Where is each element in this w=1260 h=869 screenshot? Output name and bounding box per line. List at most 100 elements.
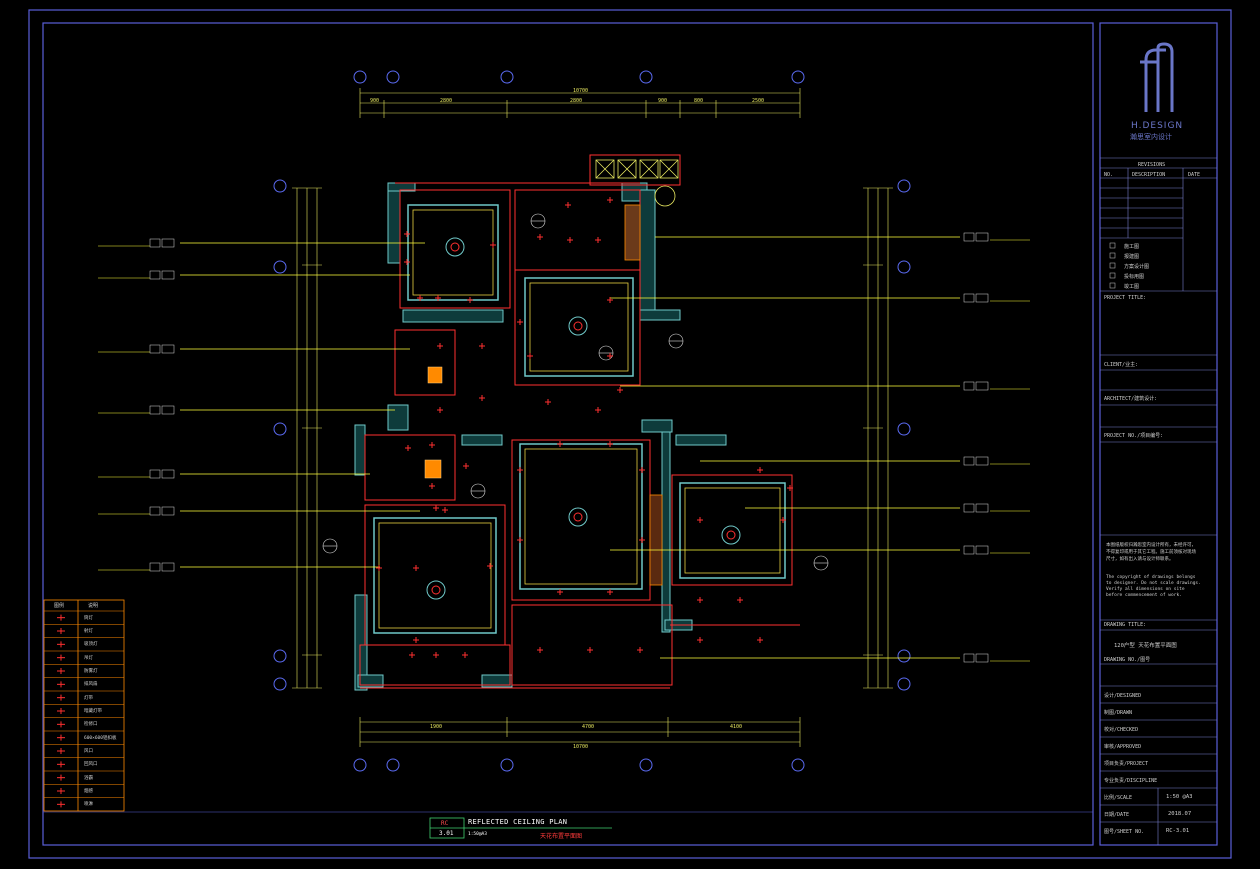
row-discipline: 专业负责/DISCIPLINE (1104, 778, 1158, 784)
dim-bottom-seg-1: 1900 (430, 724, 443, 730)
axis-bubble-top (353, 70, 367, 84)
annotation-tag-box (963, 653, 975, 663)
legend-title: 图例 (54, 603, 65, 609)
annotation-tag-box (161, 270, 175, 280)
annotation-tag-box (161, 506, 175, 516)
legend-item-label: 筒灯 (84, 615, 93, 621)
date-value: 2018.07 (1168, 811, 1192, 817)
drawing-no-label: DRAWING NO./图号 (1104, 657, 1151, 663)
pendant-lamp-icon (568, 316, 588, 336)
legend-item-label: 600×600铝扣板 (84, 735, 117, 741)
pendant-lamp-icon (721, 525, 741, 545)
dimension-lines (292, 88, 893, 747)
hatched-wall-2 (649, 494, 663, 586)
annotation-tag-box (149, 344, 161, 354)
bath-fixtures (424, 366, 443, 479)
check-item-2: 报建图 (1124, 254, 1140, 260)
axis-bubble-left (273, 649, 287, 663)
sheet-value: RC-3.01 (1166, 828, 1190, 834)
legend-item-label: 灯带 (84, 695, 93, 701)
dim-top-seg-4: 900 (658, 98, 668, 104)
axis-bubble-bottom (353, 758, 367, 772)
axis-bubble-left (273, 179, 287, 193)
drawing-title-label: DRAWING TITLE: (1104, 622, 1147, 628)
annotation-tag-box (975, 456, 989, 466)
axis-bubble-top (791, 70, 805, 84)
pendant-lamp-core (573, 512, 583, 522)
notes-en: The copyright of drawings belongs to des… (1106, 575, 1201, 598)
row-project: 项目负责/PROJECT (1104, 761, 1149, 767)
annotation-tag-box (963, 503, 975, 513)
annotation-tag-box (149, 506, 161, 516)
pendant-lamp-core (450, 242, 460, 252)
brand-logo-mark (1140, 42, 1174, 112)
legend-item-label: 吊灯 (84, 655, 93, 661)
grid-axis-bubbles (273, 70, 911, 772)
brand-subtitle: 瀚思室内设计 (1130, 133, 1172, 141)
drawing-title-cn: 天花布置平面图 (540, 833, 583, 840)
drawing-code-num: 3.01 (439, 830, 454, 837)
annotation-tag-box (975, 503, 989, 513)
drawing-title-en: REFLECTED CEILING PLAN (468, 818, 568, 826)
axis-bubble-bottom (386, 758, 400, 772)
legend-rows (44, 610, 124, 808)
annotation-tag-box (149, 562, 161, 572)
dim-bottom-seg-2: 4700 (582, 724, 595, 730)
pendant-lamp-core (573, 321, 583, 331)
project-title-label: PROJECT TITLE: (1104, 295, 1147, 301)
axis-bubble-right (897, 260, 911, 274)
legend-table (43, 599, 125, 812)
axis-bubble-left (273, 260, 287, 274)
pendant-lamp-core (726, 530, 736, 540)
annotation-tag-box (963, 456, 975, 466)
axis-bubble-bottom (791, 758, 805, 772)
annotation-tag-box (975, 545, 989, 555)
check-item-3: 方案设计图 (1124, 264, 1150, 270)
title-block-grid (1100, 157, 1217, 845)
pendant-lamps (426, 237, 741, 600)
sheet-label: 图号/SHEET NO. (1104, 829, 1145, 835)
annotation-tags (98, 232, 1030, 663)
dim-bottom-total: 10700 (573, 744, 589, 750)
rev-col-no: NO. (1104, 172, 1114, 178)
pendant-lamp-icon (568, 507, 588, 527)
legend-item-label: 回风口 (84, 762, 98, 768)
axis-bubble-left (273, 677, 287, 691)
legend-item-label: 防雾灯 (84, 669, 98, 674)
balcony-units (595, 159, 679, 179)
drawing-code-top: RC (441, 820, 449, 827)
legend-title-2: 说明 (88, 603, 99, 609)
axis-bubble-right (897, 677, 911, 691)
downlights (376, 197, 793, 658)
pendant-lamp-icon (445, 237, 465, 257)
annotation-tag-box (963, 545, 975, 555)
date-label: 日期/DATE (1104, 812, 1130, 818)
annotation-tag-box (161, 405, 175, 415)
annotation-tag-box (161, 469, 175, 479)
dim-top-total: 10700 (573, 88, 589, 94)
pendant-lamp-icon (426, 580, 446, 600)
annotation-tag-box (963, 293, 975, 303)
annotation-tag-box (161, 238, 175, 248)
annotation-tag-box (975, 232, 989, 242)
axis-bubble-right (897, 179, 911, 193)
rev-col-desc: DESCRIPTION (1132, 172, 1166, 178)
annotation-tag-box (149, 270, 161, 280)
annotation-tag-box (963, 381, 975, 391)
drawing-frame (28, 9, 1232, 859)
row-checked: 校对/CHECKED (1104, 727, 1139, 733)
hatched-wall (624, 204, 641, 261)
axis-bubble-bottom (639, 758, 653, 772)
axis-bubble-top (386, 70, 400, 84)
dim-bottom-seg-3: 4100 (730, 724, 743, 730)
balcony-circle (654, 185, 676, 207)
legend-item-label: 喷淋 (84, 802, 93, 808)
rev-col-date: DATE (1188, 172, 1201, 178)
row-approved: 审核/APPROVED (1104, 744, 1142, 750)
check-item-4: 投标用图 (1124, 274, 1145, 280)
brand-name: H.DESIGN (1131, 121, 1184, 131)
annotation-tag-box (161, 344, 175, 354)
annotation-tag-box (149, 405, 161, 415)
axis-bubble-top (639, 70, 653, 84)
notes-cn: 本图纸版权归瀚思室内设计所有，未经许可，不得复印或用于其它工程。施工前须核对现场… (1106, 543, 1196, 562)
